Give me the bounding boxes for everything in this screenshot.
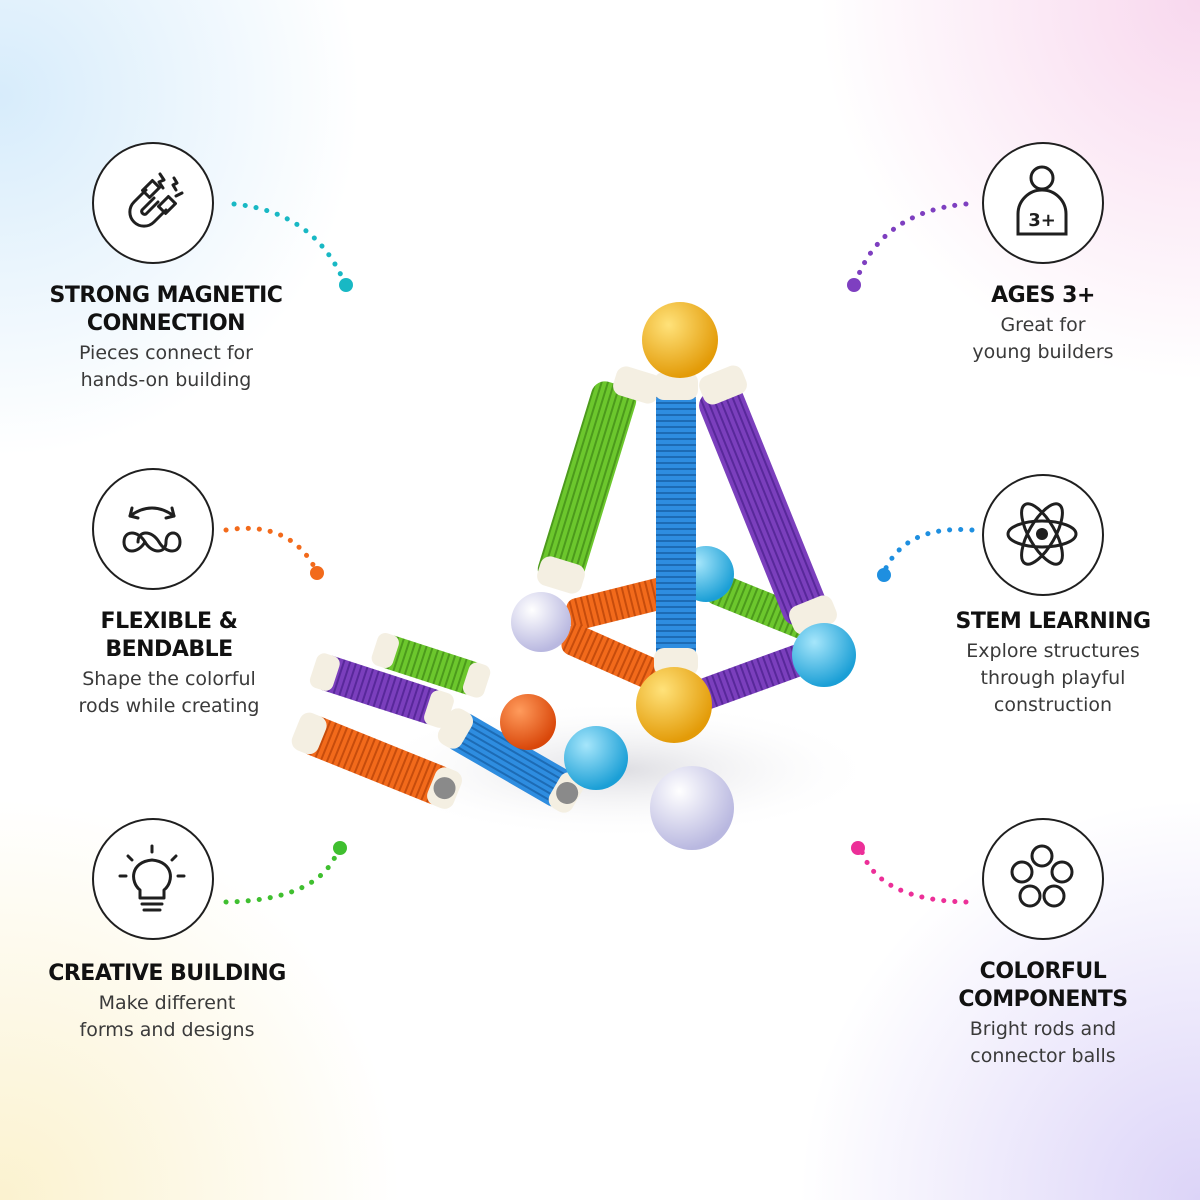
feature-title: STRONG MAGNETIC CONNECTION — [49, 283, 283, 336]
loose-ball-orange — [500, 694, 556, 750]
side-rod-green — [537, 366, 661, 594]
feature-title: COLORFUL COMPONENTS — [958, 959, 1128, 1012]
feature-title: STEM LEARNING — [955, 609, 1151, 634]
feature-stem: STEM LEARNING Explore structures through… — [940, 608, 1166, 719]
loose-rod-green — [371, 632, 491, 698]
infinity-arrows-icon — [92, 468, 214, 590]
toy-illustration — [291, 302, 880, 850]
feature-description: Explore structures through playful const… — [966, 640, 1140, 716]
ball-yellow-top — [642, 302, 718, 378]
side-rod-blue — [654, 372, 698, 676]
connector-flexible — [223, 525, 324, 580]
feature-title: CREATIVE BUILDING — [48, 961, 286, 986]
svg-text:3+: 3+ — [1028, 210, 1056, 231]
ball-cyan-right — [792, 623, 856, 687]
feature-title: FLEXIBLE & BENDABLE — [100, 609, 238, 662]
connector-magnet — [231, 201, 353, 292]
circles-cluster-icon — [982, 818, 1104, 940]
feature-description: Great for young builders — [972, 314, 1114, 363]
connector-ages — [847, 201, 969, 292]
feature-colorful: COLORFUL COMPONENTS Bright rods and conn… — [940, 958, 1146, 1070]
lightbulb-icon — [92, 818, 214, 940]
loose-rod-blue — [437, 708, 584, 813]
feature-description: Bright rods and connector balls — [969, 1018, 1117, 1067]
base-rod-left-orange — [561, 624, 669, 692]
person-3plus-icon: 3+ — [982, 142, 1104, 264]
base-rod-front-purple — [695, 643, 815, 709]
connector-creative — [223, 841, 347, 905]
feature-magnet: STRONG MAGNETIC CONNECTION Pieces connec… — [36, 282, 296, 394]
ball-yellow-front — [636, 667, 712, 743]
atom-icon — [982, 474, 1104, 596]
loose-rod-orange — [291, 712, 462, 809]
loose-ball-lavender — [650, 766, 734, 850]
feature-description: Pieces connect for hands-on building — [79, 342, 253, 391]
connector-stem — [877, 527, 975, 582]
feature-description: Make different forms and designs — [79, 992, 255, 1041]
feature-creative: CREATIVE BUILDING Make different forms a… — [40, 960, 294, 1044]
magnet-icon — [92, 142, 214, 264]
feature-description: Shape the colorful rods while creating — [78, 668, 260, 717]
feature-ages: AGES 3+ Great for young builders — [930, 282, 1156, 366]
feature-flexible: FLEXIBLE & BENDABLE Shape the colorful r… — [36, 608, 302, 720]
connector-colorful — [851, 841, 969, 905]
loose-ball-cyan — [564, 726, 628, 790]
ball-lavender-left — [511, 592, 571, 652]
base-rod-right-green — [706, 573, 814, 639]
feature-title: AGES 3+ — [991, 283, 1095, 308]
